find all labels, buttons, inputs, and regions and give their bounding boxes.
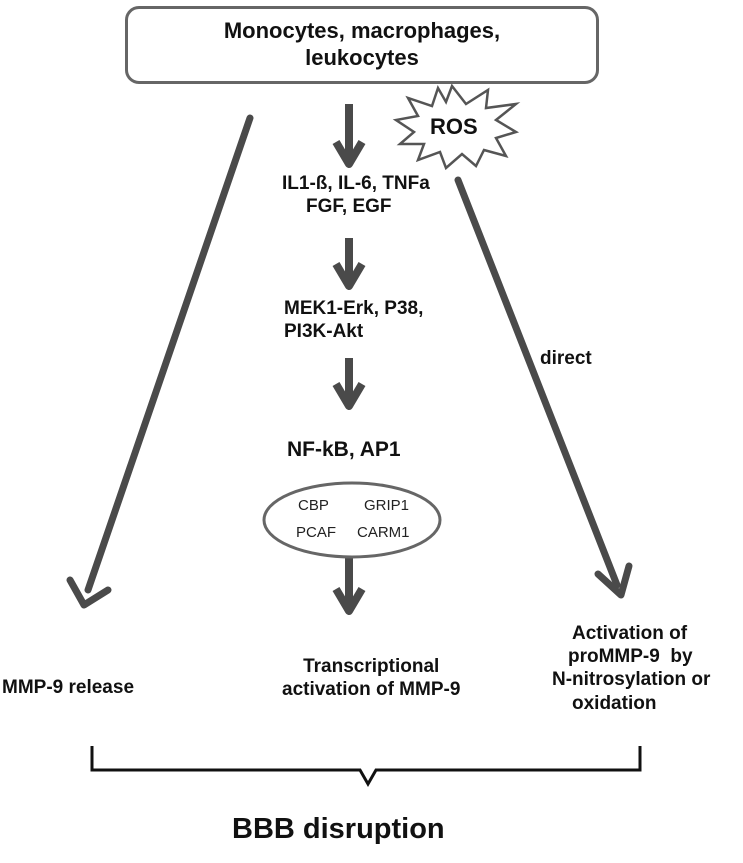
arrow-cytokines-to-kinases	[332, 238, 366, 290]
kinases-label: MEK1-Erk, P38, PI3K-Akt	[284, 297, 423, 343]
arrow-box-to-cytokines	[332, 104, 366, 168]
direct-label: direct	[540, 348, 592, 369]
outcome-mmp9-release: MMP-9 release	[2, 677, 135, 698]
ros-starburst	[392, 83, 521, 171]
outcome-center-line2: activation of MMP-9	[282, 679, 461, 701]
coactivator-carm1: CARM1	[357, 524, 410, 541]
cytokines-line2: FGF, EGF	[306, 196, 392, 218]
outcome-right-line2: proMMP-9 by	[568, 646, 693, 668]
outcome-promm9-activation: Activation of proMMP-9 by N-nitrosylatio…	[552, 622, 710, 715]
bbb-brace	[90, 746, 642, 788]
outcome-right-line3: N-nitrosylation or	[552, 669, 711, 691]
outcome-center-line1: Transcriptional	[303, 656, 440, 677]
cytokines-line1: IL1-ß, IL-6, TNFa	[282, 173, 430, 194]
transcription-factors-label: NF-kB, AP1	[287, 438, 401, 461]
cytokines-label: IL1-ß, IL-6, TNFa FGF, EGF	[282, 172, 430, 218]
arrow-to-mmp9-release	[66, 114, 254, 609]
ros-label: ROS	[430, 114, 478, 139]
outcome-transcriptional-activation: Transcriptional activation of MMP-9	[282, 655, 460, 701]
outcome-right-line1: Activation of	[572, 623, 688, 644]
arrow-kinases-to-nfkb	[332, 358, 366, 410]
outcome-right-line4: oxidation	[572, 692, 657, 714]
coactivator-pcaf: PCAF	[296, 524, 337, 541]
source-cells-line1: Monocytes, macrophages,	[223, 18, 501, 44]
kinases-line2: PI3K-Akt	[284, 321, 364, 343]
source-cells-line2: leukocytes	[305, 45, 419, 70]
arrow-coactivators-to-transcription	[332, 557, 366, 615]
arrow-direct-to-activation	[454, 176, 633, 599]
kinases-line1: MEK1-Erk, P38,	[284, 298, 424, 319]
coactivator-cbp: CBP	[298, 497, 329, 514]
coactivator-ellipse	[262, 481, 442, 559]
source-cells-box: Monocytes, macrophages, leukocytes	[125, 6, 599, 84]
coactivator-grip1: GRIP1	[364, 497, 410, 514]
conclusion-label: BBB disruption	[232, 813, 445, 845]
